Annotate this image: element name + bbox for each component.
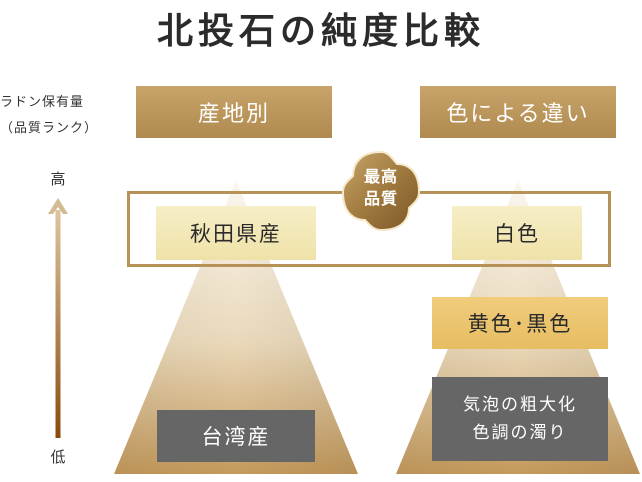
axis-low-label: 低	[50, 448, 66, 466]
header-by-origin: 産地別	[136, 86, 332, 138]
radon-rank-label: ラドン保有量 （品質ランク）	[0, 90, 120, 142]
header-by-color: 色による違い	[420, 86, 616, 138]
quality-up-arrow-icon	[48, 198, 68, 438]
top-quality-badge-text: 最高 品質	[339, 166, 423, 210]
radon-label-line1: ラドン保有量	[0, 95, 85, 110]
badge-line2: 品質	[363, 189, 398, 208]
coarse-line2: 色調の濁り	[472, 423, 568, 443]
page-title: 北投石の純度比較	[156, 10, 485, 52]
coarse-line1: 気泡の粗大化	[463, 395, 577, 415]
taiwan-origin-box: 台湾産	[157, 410, 315, 462]
coarse-bubbles-box: 気泡の粗大化 色調の濁り	[432, 377, 608, 461]
top-quality-badge-icon	[341, 150, 421, 232]
yellow-black-color-box: 黄色･黒色	[432, 297, 608, 349]
axis-high-label: 高	[50, 170, 66, 188]
radon-label-line2: （品質ランク）	[0, 121, 99, 136]
akita-origin-box: 秋田県産	[156, 206, 316, 260]
badge-line1: 最高	[363, 167, 398, 186]
white-color-box: 白色	[452, 206, 582, 260]
